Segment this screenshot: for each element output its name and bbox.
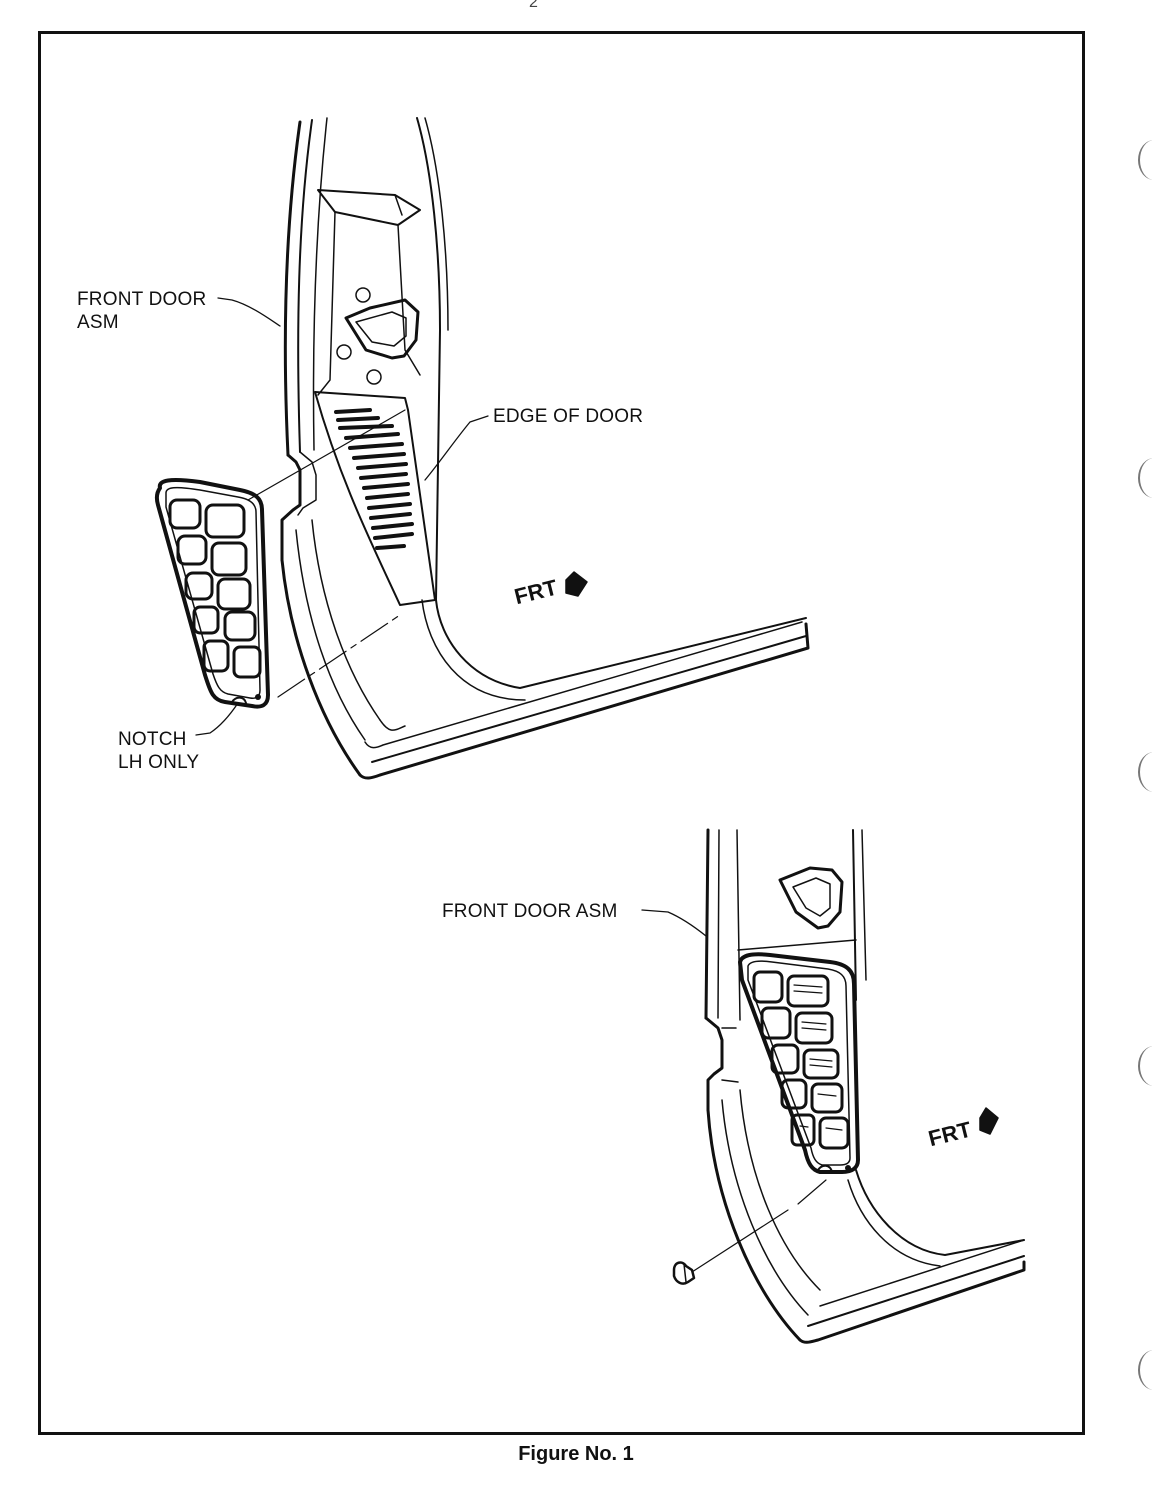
figure-frame [38,31,1085,1435]
bottom-door-view [641,828,1026,1344]
edge-of-door-label: EDGE OF DOOR [493,406,644,427]
frt-arrow-icon [979,1107,999,1135]
frt-arrow-icon [565,571,588,597]
front-door-asm-label-bottom: FRONT DOOR ASM [442,901,618,922]
binder-hole [1138,1046,1152,1086]
top-door-view [154,117,810,780]
front-door-asm-label: FRONT DOOR ASM [77,289,207,333]
binder-hole [1138,140,1152,180]
screw-icon [672,1261,696,1285]
binder-hole [1138,752,1152,792]
figure-caption: Figure No. 1 [518,1443,634,1465]
binder-hole [1138,458,1152,498]
notch-label: NOTCH LH ONLY [118,729,200,773]
page-number: 2 [529,0,538,11]
binder-hole [1138,1350,1152,1390]
